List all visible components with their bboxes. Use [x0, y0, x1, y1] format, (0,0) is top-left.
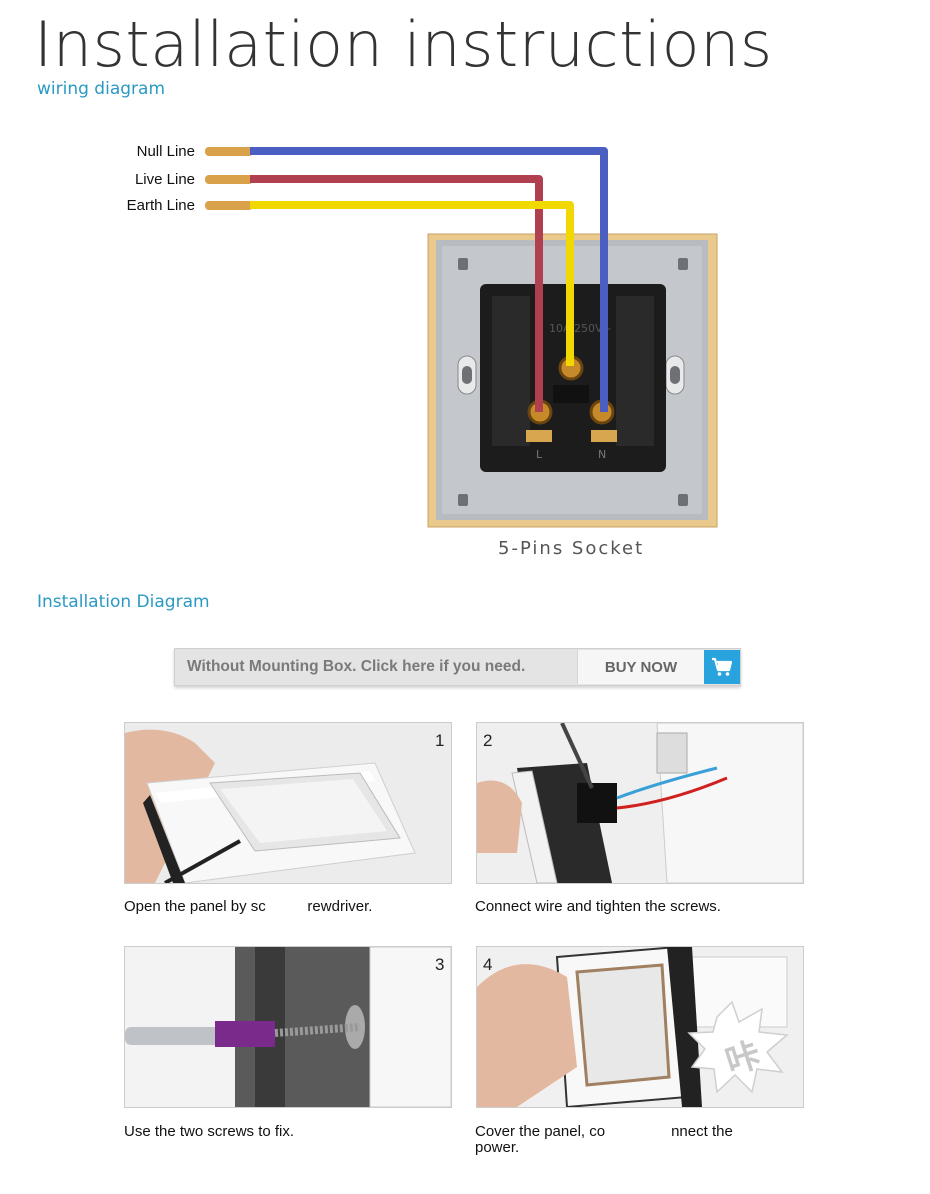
socket-rating: 10A 250V~ [549, 322, 612, 335]
step-3-number: 3 [435, 955, 445, 974]
wiring-diagram: 10A 250V~ L N [205, 147, 718, 528]
terminal-l-mark: L [536, 448, 543, 461]
step-3-image [124, 946, 452, 1108]
installation-diagram-heading: Installation Diagram [37, 592, 210, 612]
mounting-box-banner[interactable]: Without Mounting Box. Click here if you … [174, 648, 741, 686]
step-4-number: 4 [483, 955, 493, 974]
null-wire [250, 147, 608, 412]
step-4-caption-line2: power. [475, 1138, 520, 1156]
step-2-image [476, 722, 804, 884]
socket-caption: 5-Pins Socket [498, 538, 645, 559]
step-4-image: 咔 [476, 946, 804, 1108]
cart-button[interactable] [704, 650, 740, 684]
cart-icon [712, 657, 733, 676]
terminal-n-mark: N [598, 448, 606, 461]
step-4-caption-line1-end: nnect the [671, 1123, 733, 1140]
page-title: Installation instructions [34, 8, 773, 81]
null-line-label: Null Line [136, 143, 195, 160]
earth-wire [250, 201, 574, 366]
step-1-image [124, 722, 452, 884]
step-3-caption: Use the two screws to fix. [124, 1123, 295, 1140]
step-2-caption: Connect wire and tighten the screws. [475, 898, 721, 915]
step-4-caption: Cover the panel, co nnect the power. [475, 1124, 733, 1156]
buy-now-button[interactable]: BUY NOW [577, 650, 704, 684]
click-burst-shape [687, 1000, 789, 1094]
step-4-caption-line1: Cover the panel, co [475, 1123, 606, 1140]
live-line-label: Live Line [134, 171, 195, 188]
step-1-caption: Open the panel by sc rewdriver. [124, 898, 373, 915]
step-1-number: 1 [435, 731, 445, 750]
wiring-diagram-subtitle: wiring diagram [37, 79, 165, 99]
earth-line-label: Earth Line [126, 197, 195, 214]
live-wire [250, 175, 543, 412]
step-2-number: 2 [483, 731, 493, 750]
banner-text[interactable]: Without Mounting Box. Click here if you … [187, 658, 526, 675]
